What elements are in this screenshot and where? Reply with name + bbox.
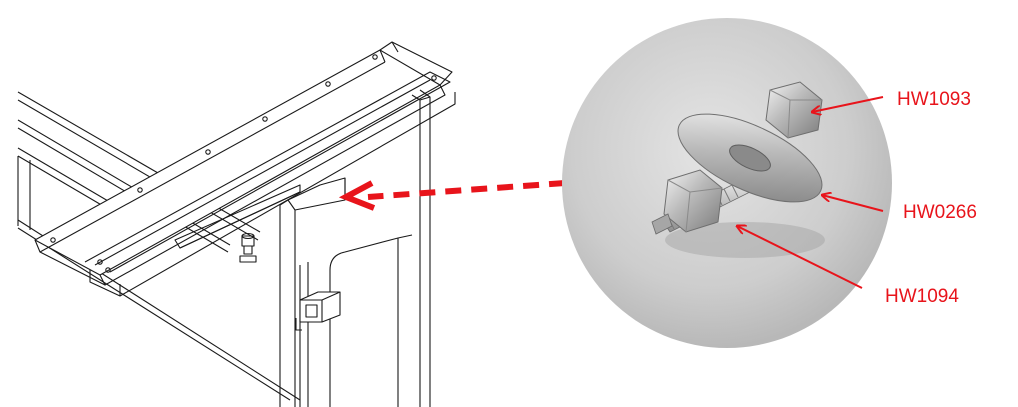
frame-assembly-drawing xyxy=(17,41,456,407)
callout-hw1094: HW1094 xyxy=(737,226,959,307)
callout-label-hw1094: HW1094 xyxy=(885,286,959,307)
callout-hw1093: HW1093 xyxy=(812,89,971,112)
panel-opening xyxy=(329,234,413,407)
upper-diagonal-channel xyxy=(34,41,453,286)
hex-nut-top xyxy=(765,81,823,139)
lower-diagonal-channel xyxy=(84,71,456,297)
frame-bolt xyxy=(239,232,257,263)
callout-label-hw1093: HW1093 xyxy=(897,89,971,110)
washer-part xyxy=(677,113,823,203)
pointer-arrow xyxy=(338,180,566,211)
hex-nut-bottom xyxy=(663,169,723,233)
detail-photo xyxy=(562,18,892,348)
callout-label-hw0266: HW0266 xyxy=(903,202,977,223)
vertical-post xyxy=(279,89,431,407)
diagonal-strut xyxy=(174,184,301,249)
square-tube-bracket xyxy=(295,291,341,331)
callout-hw0266: HW0266 xyxy=(822,195,977,223)
